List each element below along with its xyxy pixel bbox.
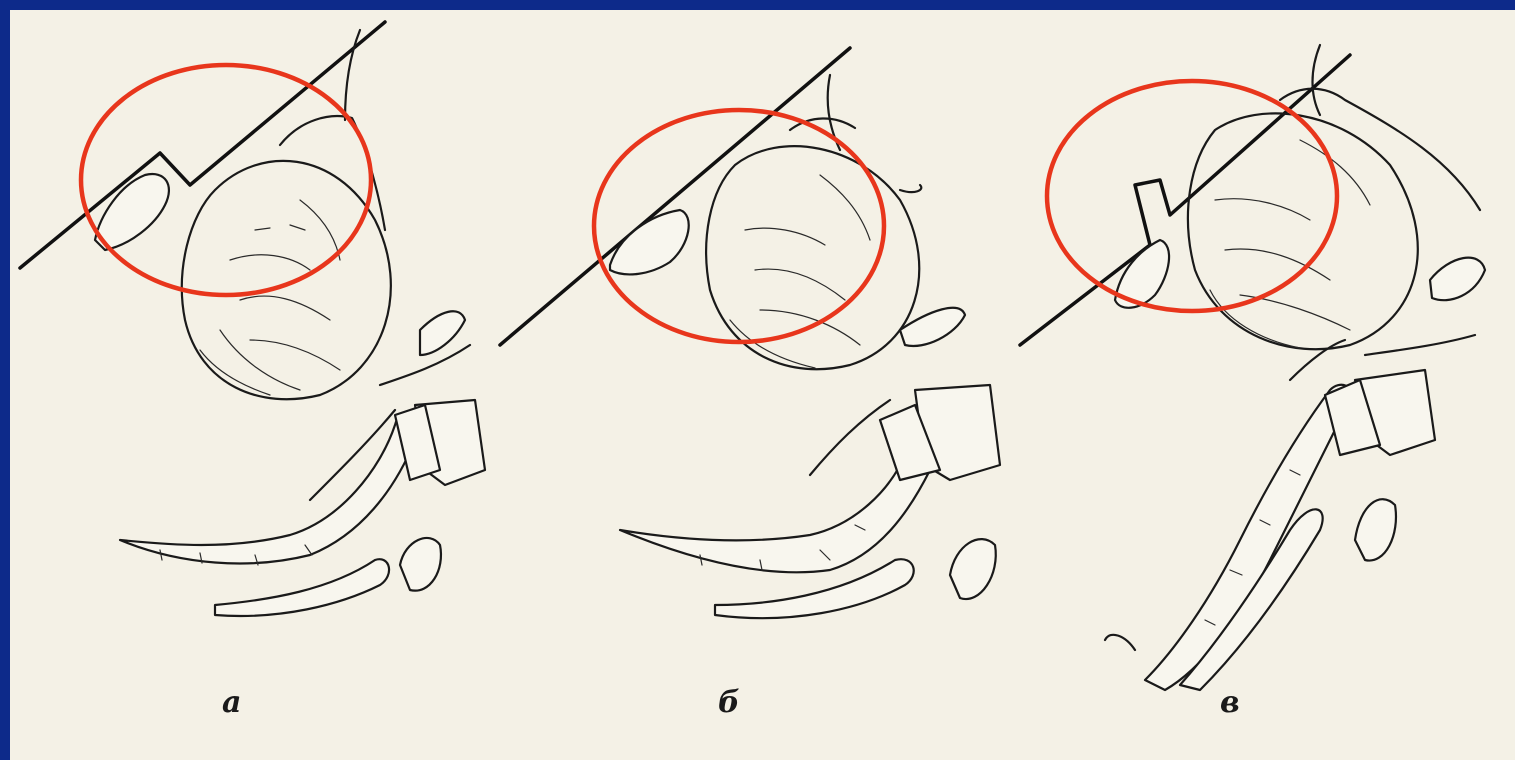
panel-b-fetal-head	[706, 146, 919, 369]
panel-b-label: б	[718, 685, 740, 720]
panel-v-label: в	[1220, 685, 1240, 720]
panel-b-pubic-line	[500, 48, 850, 345]
panel-a-fetal-head	[182, 161, 391, 399]
panel-v-pubic-line	[1020, 55, 1350, 345]
highlight-ellipse-b	[594, 110, 884, 342]
panel-v-fetal-head	[1188, 113, 1418, 349]
panel-a-label: a	[222, 685, 241, 720]
panel-b-sacrum	[620, 448, 931, 572]
panel-a-pubic-line	[20, 22, 385, 268]
panel-v-sacrum	[1145, 385, 1351, 690]
panel-b-pubic-bone	[610, 210, 689, 274]
panel-a: a	[20, 22, 485, 720]
panel-b: б	[500, 48, 1000, 720]
panel-v: в	[1020, 45, 1485, 720]
panel-a-pubic-bone	[95, 174, 169, 250]
